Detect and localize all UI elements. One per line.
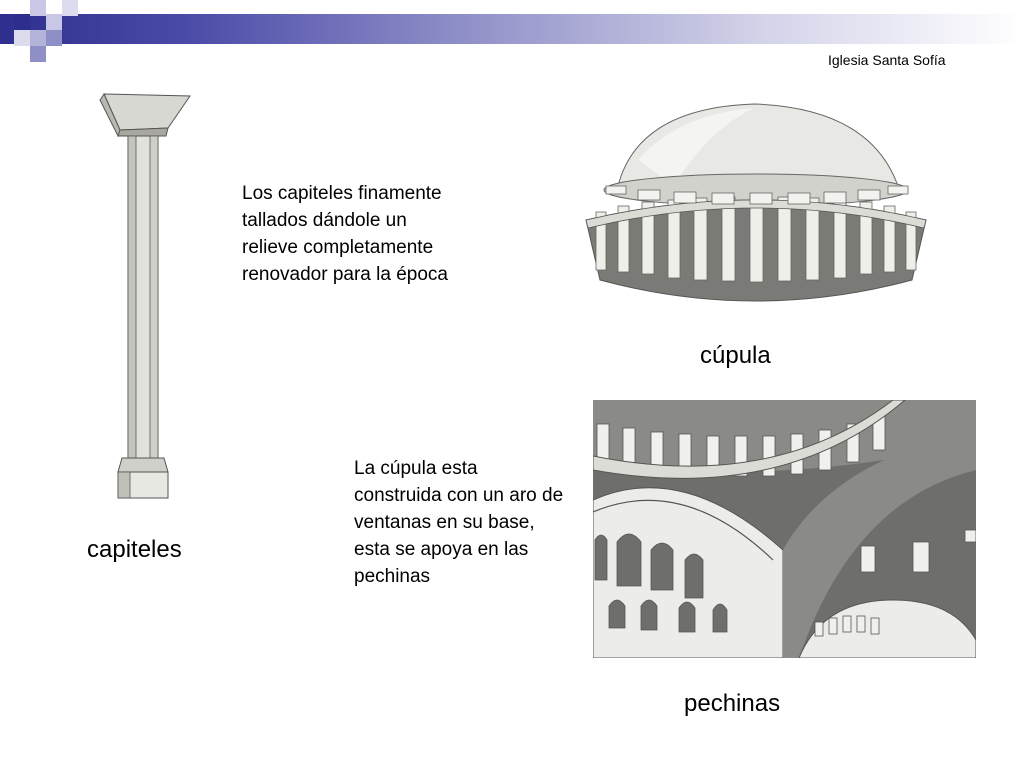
cupula-description: La cúpula esta construida con un aro de …	[354, 458, 564, 587]
header-bar	[0, 14, 1024, 44]
pendentives-illustration	[593, 400, 976, 658]
capiteles-description: Los capiteles finamente tallados dándole…	[242, 183, 448, 285]
column-illustration	[99, 92, 191, 499]
cupula-caption: cúpula	[700, 342, 771, 369]
capiteles-caption: capiteles	[87, 536, 182, 563]
slide-title: Iglesia Santa Sofía	[828, 52, 946, 68]
decorative-squares-icon	[0, 0, 80, 62]
pechinas-caption: pechinas	[684, 690, 781, 717]
dome-illustration	[585, 103, 927, 302]
